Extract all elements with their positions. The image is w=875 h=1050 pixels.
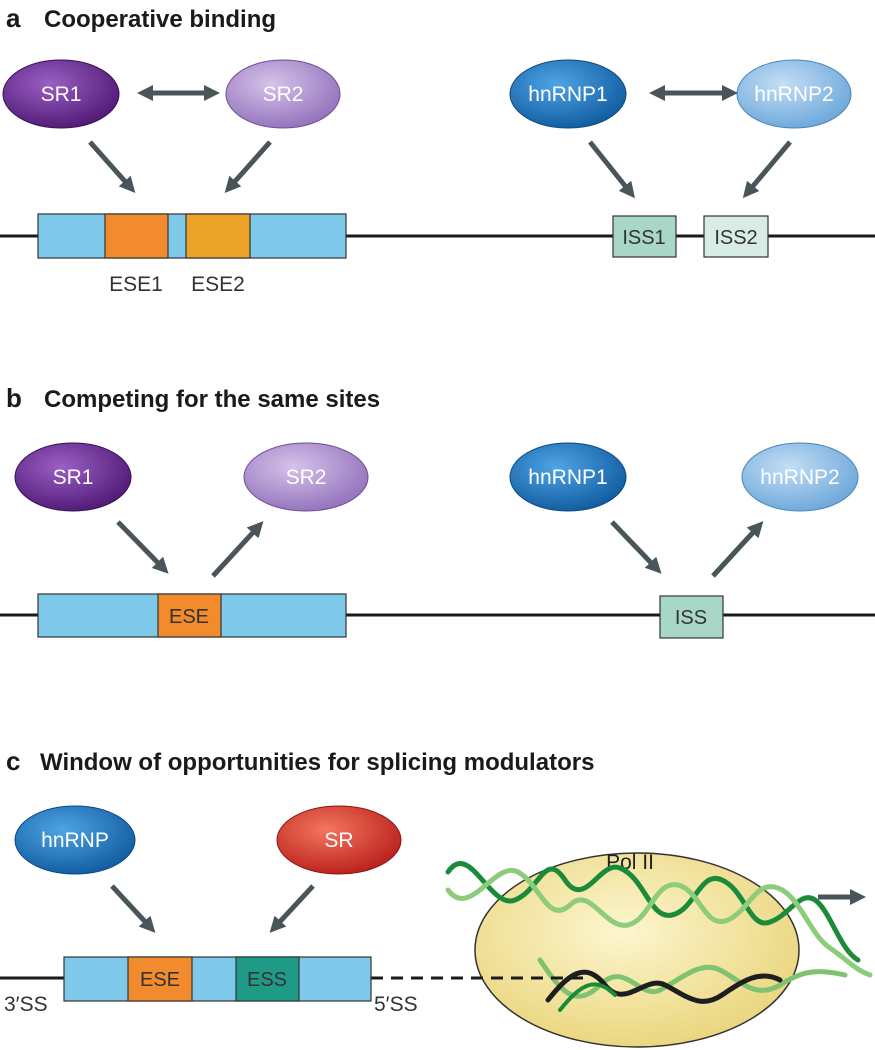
sr1-label-b: SR1 <box>53 466 94 489</box>
dna-helix <box>445 861 873 1012</box>
panel-c: c Window of opportunities for splicing m… <box>0 746 873 1048</box>
hnrnp2-release-arrow-b <box>711 521 764 578</box>
sr-protein-c: SR <box>276 805 402 875</box>
sr2-label-b: SR2 <box>286 466 327 489</box>
iss-element-b <box>659 595 724 639</box>
panel-a-letter: a <box>6 3 21 33</box>
panel-b-title: Competing for the same sites <box>44 386 380 413</box>
ese-label-c: ESE <box>140 969 180 991</box>
panel-a-title: Cooperative binding <box>44 6 276 33</box>
sr2-binding-arrow <box>224 140 272 193</box>
ess-element-c <box>235 956 300 1002</box>
hnrnp-binding-arrow-c <box>110 884 156 933</box>
sr1-label: SR1 <box>41 83 82 106</box>
hnrnp2-label: hnRNP2 <box>754 83 833 106</box>
iss2-element <box>703 215 769 258</box>
sr2-release-arrow-b <box>211 521 264 578</box>
hnrnp2-protein-b: hnRNP2 <box>741 442 859 512</box>
exon-c <box>63 956 372 1002</box>
panel-b-letter: b <box>6 383 22 413</box>
hnrnp1-label: hnRNP1 <box>528 83 607 106</box>
hnrnp1-binding-arrow-b <box>610 520 662 574</box>
iss1-label: ISS1 <box>622 227 665 249</box>
ese1-element <box>104 213 169 259</box>
sr1-protein: SR1 <box>2 59 120 129</box>
hnrnp1-label-b: hnRNP1 <box>528 466 607 489</box>
hnrnp-protein-c: hnRNP <box>14 805 136 875</box>
sr1-protein-b: SR1 <box>14 442 132 512</box>
hnrnp1-protein-b: hnRNP1 <box>509 442 627 512</box>
pol-ii-label: Pol II <box>606 851 654 874</box>
iss-label-b: ISS <box>675 607 707 629</box>
hnrnp2-binding-arrow <box>742 140 792 199</box>
hnrnp-label-c: hnRNP <box>41 829 109 852</box>
sr2-protein: SR2 <box>225 59 341 129</box>
sr2-protein-b: SR2 <box>243 442 369 512</box>
sr1-binding-arrow <box>88 140 136 193</box>
ese-label-b: ESE <box>169 606 209 628</box>
iss1-element <box>612 215 677 258</box>
panel-c-title: Window of opportunities for splicing mod… <box>40 749 594 776</box>
ese-element-b <box>157 593 222 638</box>
sr-label-c: SR <box>324 829 353 852</box>
panel-c-letter: c <box>6 746 20 776</box>
sr1-binding-arrow-b <box>116 520 169 574</box>
ese2-element <box>185 213 251 259</box>
panel-b: b Competing for the same sites SR1 SR2 h… <box>0 383 875 639</box>
ese-element-c <box>127 956 193 1002</box>
hnrnp2-protein: hnRNP2 <box>736 59 852 129</box>
hnrnp2-label-b: hnRNP2 <box>760 466 839 489</box>
ese1-label: ESE1 <box>109 273 163 296</box>
hnrnp1-protein: hnRNP1 <box>509 59 627 129</box>
5ss-label: 5′SS <box>374 993 418 1016</box>
ese2-label: ESE2 <box>191 273 245 296</box>
sr2-label: SR2 <box>263 83 304 106</box>
panel-a: a Cooperative binding SR1 SR2 hnRNP1 hnR… <box>0 3 875 296</box>
ess-label-c: ESS <box>247 969 287 991</box>
hnrnp1-binding-arrow <box>588 140 635 199</box>
iss2-label: ISS2 <box>714 227 757 249</box>
3ss-label: 3′SS <box>4 993 48 1016</box>
sr-binding-arrow-c <box>269 884 315 933</box>
